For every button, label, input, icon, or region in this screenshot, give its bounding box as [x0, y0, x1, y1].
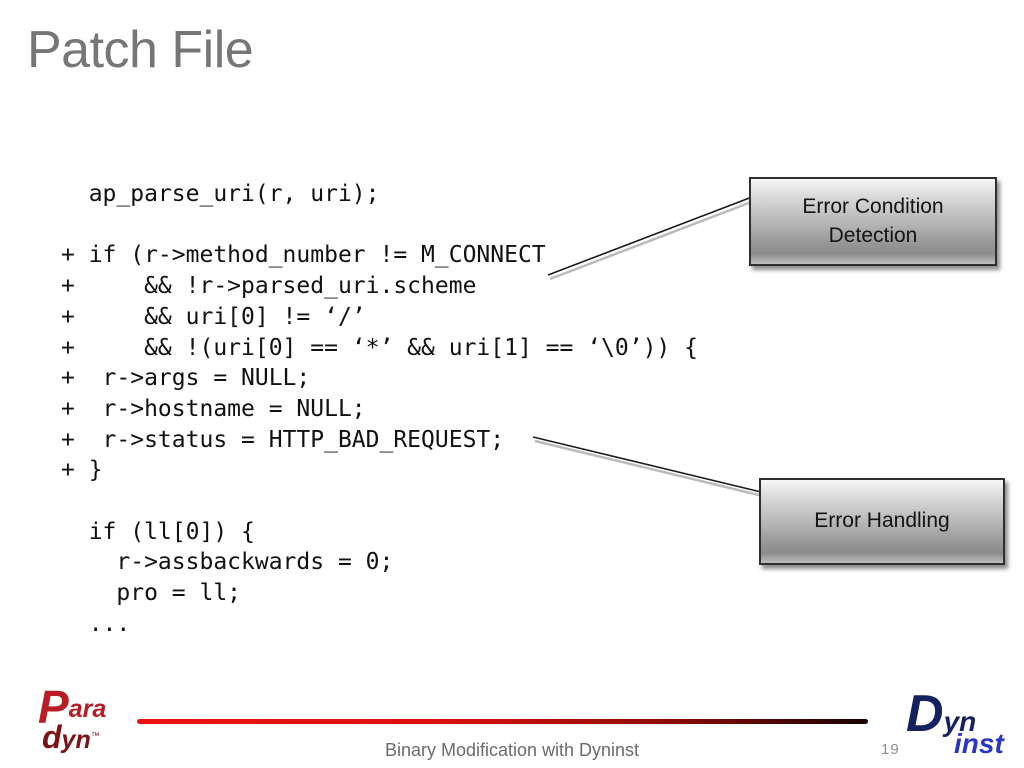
code-line: pro = ll; — [61, 580, 242, 607]
paradyn-logo-bottom: dyn™ — [42, 721, 106, 753]
paradyn-logo: Para dyn™ — [38, 684, 106, 753]
footer-divider-line — [137, 719, 868, 724]
code-line: ap_parse_uri(r, uri); — [61, 181, 380, 207]
code-line: + r->args = NULL; — [61, 365, 311, 392]
code-line: + if (r->method_number != M_CONNECT — [61, 242, 546, 269]
code-line: + && uri[0] != ‘/’ — [61, 303, 366, 330]
dyninst-logo-inst: inst — [954, 728, 1004, 759]
paradyn-logo-d: d — [42, 719, 62, 755]
page-number: 19 — [881, 741, 900, 758]
code-line: + r->status = HTTP_BAD_REQUEST; — [61, 426, 505, 453]
page-title: Patch File — [27, 21, 254, 79]
code-line: if (ll[0]) { — [61, 518, 255, 545]
code-line: + } — [61, 457, 103, 484]
paradyn-logo-top: Para — [38, 684, 106, 730]
code-line: + && !(uri[0] == ‘*’ && uri[1] == ‘\0’))… — [61, 334, 698, 361]
footer-caption: Binary Modification with Dyninst — [384, 740, 640, 760]
code-line — [61, 210, 698, 241]
code-line: + r->hostname = NULL; — [61, 395, 366, 422]
paradyn-logo-ara: ara — [68, 695, 107, 723]
callout-error-condition-detection: Error Condition Detection — [749, 177, 997, 266]
dyninst-logo-yn: yn — [943, 706, 977, 737]
code-line: r->assbackwards = 0; — [61, 549, 394, 576]
code-line: + && !r->parsed_uri.scheme — [61, 273, 477, 300]
paradyn-logo-p: P — [38, 681, 69, 733]
code-block: ap_parse_uri(r, uri); + if (r->method_num… — [61, 179, 698, 640]
code-line — [61, 486, 698, 517]
callout-error-handling: Error Handling — [759, 478, 1005, 565]
paradyn-logo-yn: yn — [61, 726, 91, 754]
dyninst-logo: Dyn inst — [906, 688, 1004, 758]
code-line: ... — [61, 610, 131, 637]
dyninst-logo-d: D — [906, 685, 944, 743]
dyninst-logo-top: Dyn — [906, 688, 1004, 740]
trademark-symbol: ™ — [90, 730, 100, 741]
callout-label: Error Condition Detection — [802, 195, 944, 247]
callout-label: Error Handling — [814, 509, 950, 533]
